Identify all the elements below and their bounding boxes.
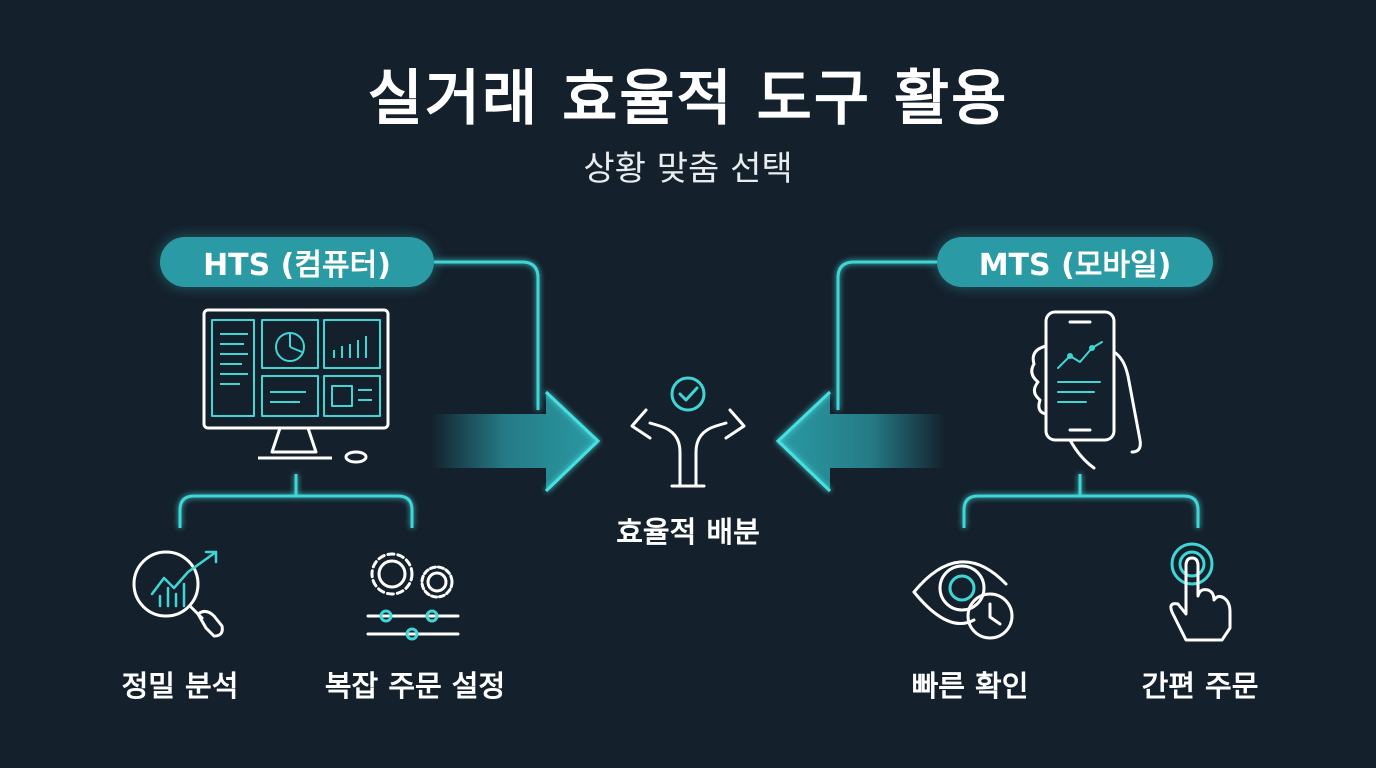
mts-bracket: [962, 474, 1200, 528]
mts-feature-simple-order: 간편 주문: [1141, 669, 1259, 703]
page-title: 실거래 효율적 도구 활용: [367, 64, 1009, 134]
hts-label-pill: HTS (컴퓨터): [160, 237, 434, 287]
mts-connector: [836, 260, 937, 410]
magnifier-chart-icon: [132, 550, 224, 638]
mobile-phone-hand-icon: [1030, 310, 1142, 470]
split-arrow-check-icon: [630, 376, 746, 488]
desktop-computer-icon: [202, 308, 390, 464]
eye-clock-icon: [912, 560, 1014, 640]
mts-label-pill: MTS (모바일): [937, 237, 1213, 287]
hts-connector: [434, 260, 540, 410]
gears-sliders-icon: [366, 552, 460, 641]
hts-bracket: [178, 474, 414, 528]
hts-feature-complex-order: 복잡 주문 설정: [324, 669, 506, 703]
page-subtitle: 상황 맞춤 선택: [583, 149, 793, 189]
tap-finger-icon: [1169, 542, 1232, 642]
mts-arrow: [775, 390, 946, 493]
center-label: 효율적 배분: [616, 515, 760, 549]
mts-feature-quick-check: 빠른 확인: [911, 669, 1029, 703]
hts-arrow: [430, 390, 601, 493]
hts-feature-precise-analysis: 정밀 분석: [121, 669, 239, 703]
